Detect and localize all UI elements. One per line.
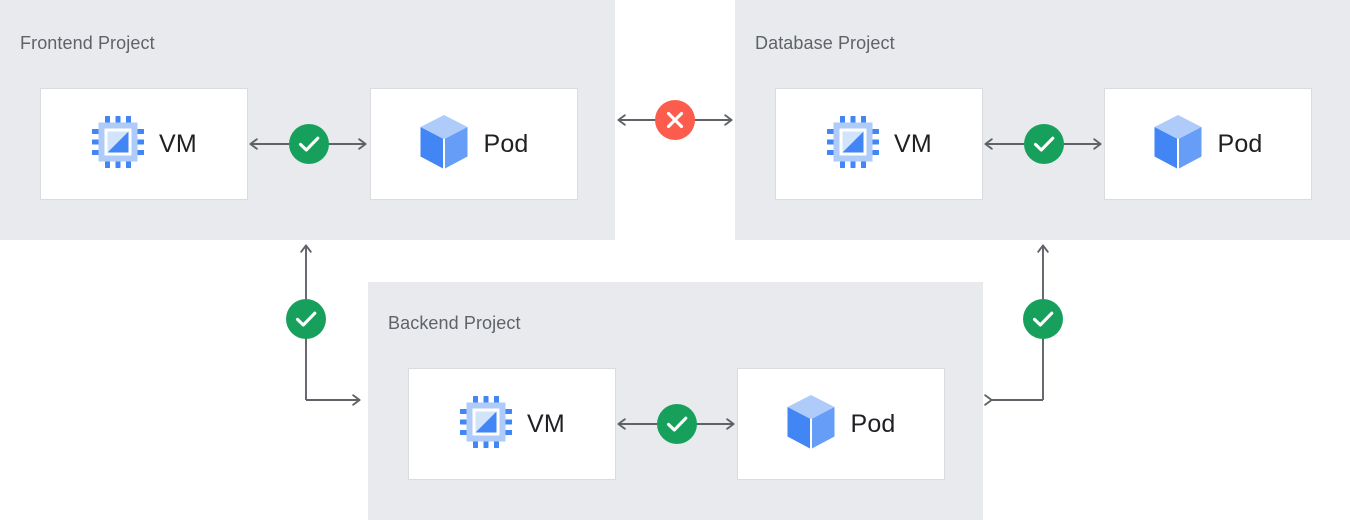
pod-cube-icon: [786, 394, 836, 455]
resource-card-backend-pod[interactable]: Pod: [737, 368, 945, 480]
resource-card-frontend-vm[interactable]: VM: [40, 88, 248, 200]
project-title-backend: Backend Project: [388, 313, 521, 333]
resource-card-backend-vm[interactable]: VM: [408, 368, 616, 480]
resource-label: VM: [527, 409, 565, 438]
status-badge-frontend-backend-link[interactable]: [286, 299, 326, 339]
vm-chip-icon: [459, 395, 513, 454]
status-badge-frontend-internal-link[interactable]: [289, 124, 329, 164]
status-badge-frontend-database-link[interactable]: [655, 100, 695, 140]
resource-card-database-pod[interactable]: Pod: [1104, 88, 1312, 200]
resource-label: Pod: [483, 129, 529, 158]
status-badge-database-internal-link[interactable]: [1024, 124, 1064, 164]
resource-label: VM: [159, 129, 197, 158]
vm-chip-icon: [91, 115, 145, 174]
resource-label: VM: [894, 129, 932, 158]
status-badge-database-backend-link[interactable]: [1023, 299, 1063, 339]
pod-cube-icon: [1153, 114, 1203, 175]
project-title-database: Database Project: [755, 33, 895, 53]
project-title-frontend: Frontend Project: [20, 33, 155, 53]
pod-cube-icon: [419, 114, 469, 175]
resource-card-database-vm[interactable]: VM: [775, 88, 983, 200]
resource-card-frontend-pod[interactable]: Pod: [370, 88, 578, 200]
resource-label: Pod: [1217, 129, 1263, 158]
vm-chip-icon: [826, 115, 880, 174]
resource-label: Pod: [850, 409, 896, 438]
status-badge-backend-internal-link[interactable]: [657, 404, 697, 444]
